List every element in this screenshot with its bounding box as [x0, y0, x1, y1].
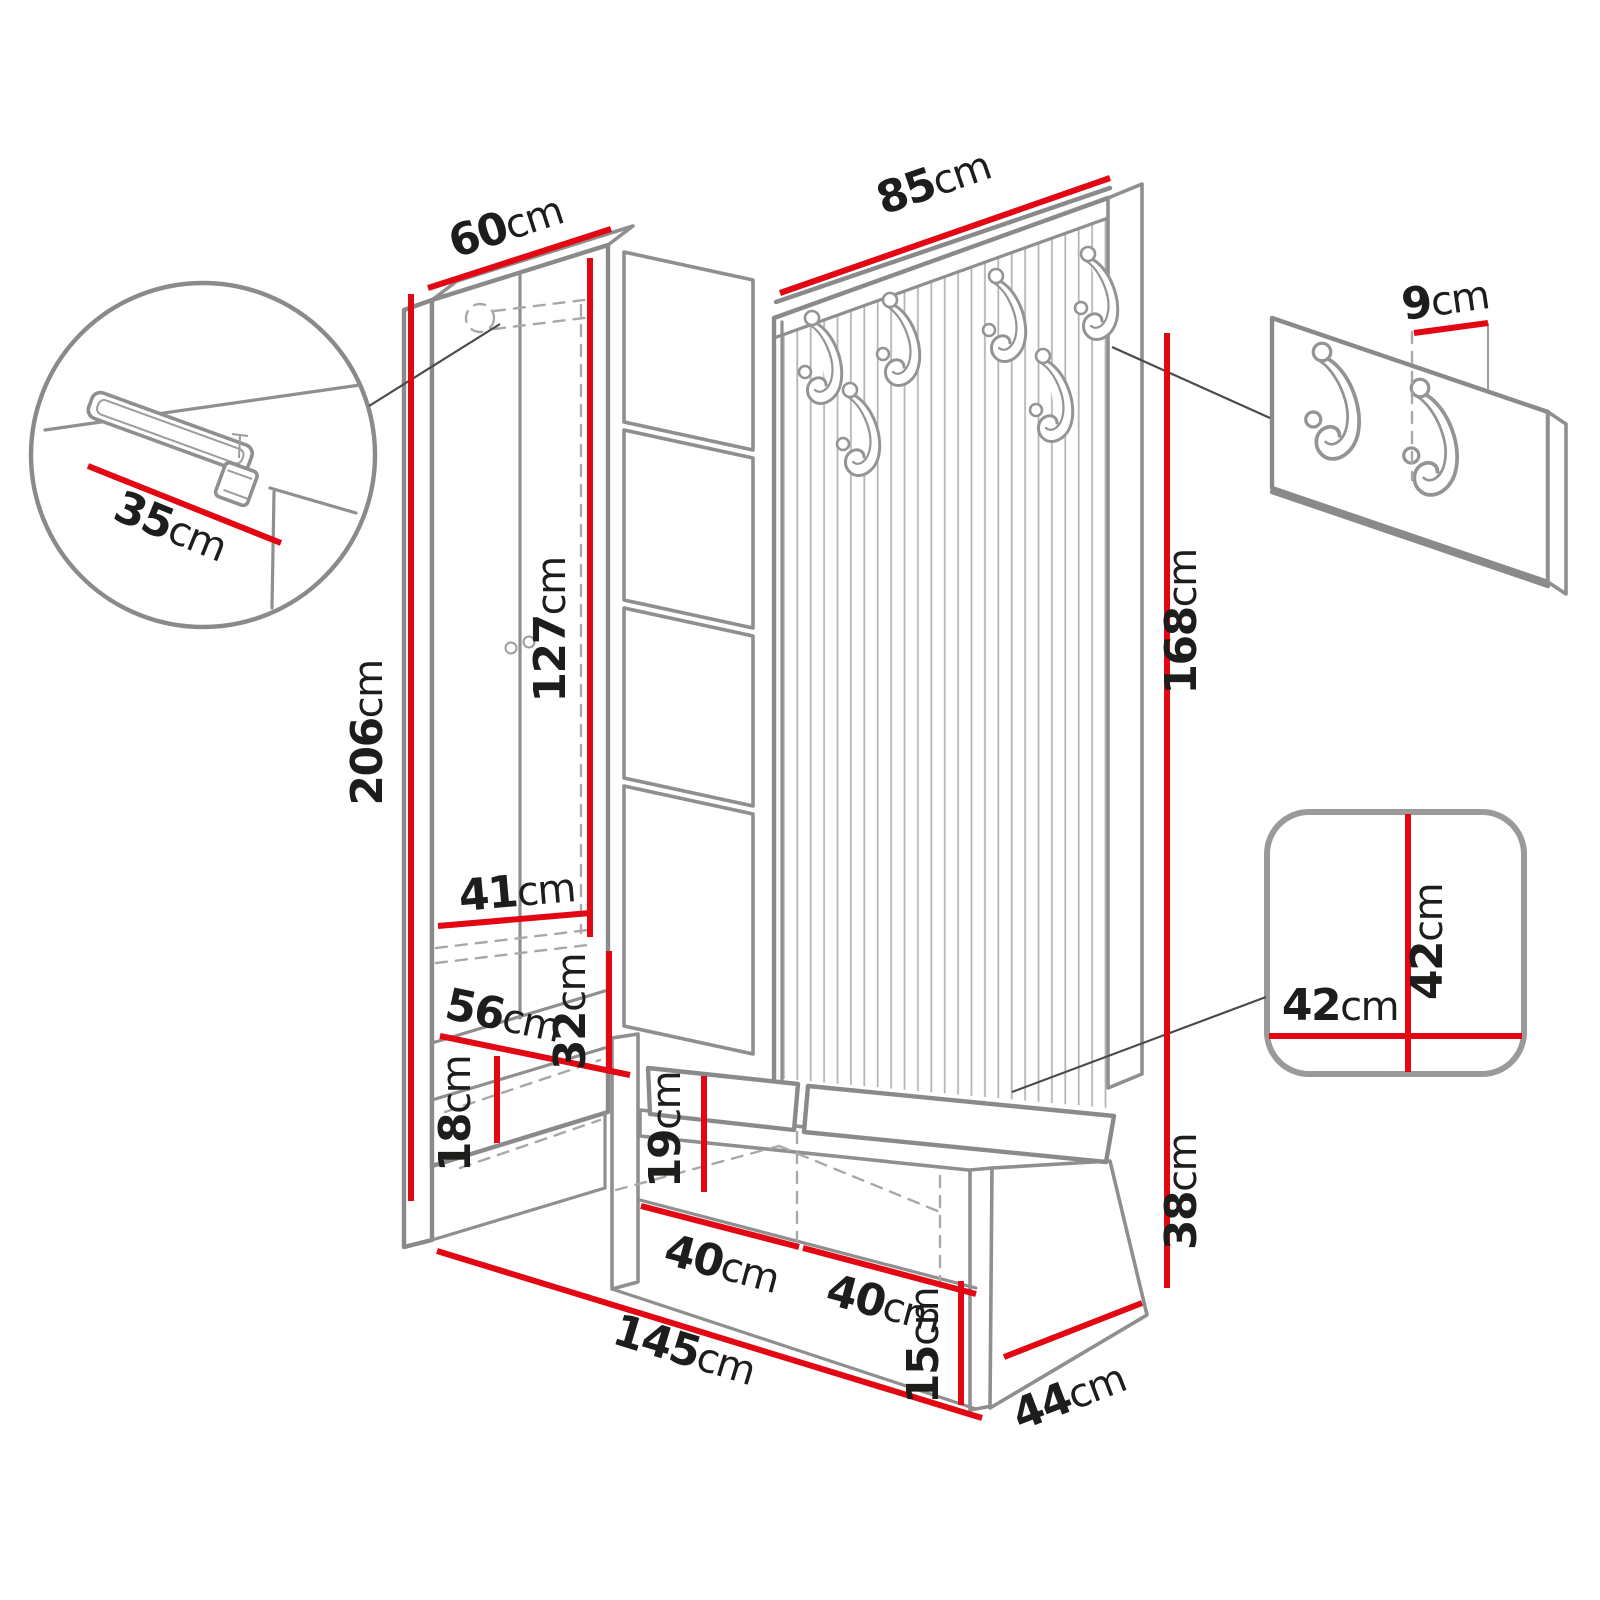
- hook-panel-inset: [1269, 315, 1568, 596]
- upholstered-panel-column: [622, 250, 755, 1056]
- dim-label-plinth-height: 15cm: [898, 1288, 949, 1404]
- slat-area: [774, 218, 1108, 1108]
- hook-panel-side: [1546, 410, 1568, 596]
- rail-pointer-line: [368, 323, 501, 407]
- cushion-segment-3: [622, 606, 755, 808]
- dim-label-total-width: 145cm: [607, 1305, 761, 1396]
- panel-top-band-edge: [772, 216, 1110, 340]
- rail-pin-cap: [231, 433, 249, 437]
- shelf-front-line: [268, 486, 358, 515]
- open-shelf-edge: [430, 1045, 610, 1102]
- cushion-pointer-line: [1011, 995, 1267, 1094]
- dim-label-hook-spacing: 9cm: [1398, 268, 1491, 331]
- pull-out-rail-icon: [86, 390, 259, 508]
- hook-pointer-line: [1111, 345, 1271, 420]
- dim-line-total-width: [436, 1248, 983, 1421]
- dim-label-inner-width: 41cm: [457, 861, 577, 922]
- bench-right-side-face: [988, 1159, 1149, 1410]
- dim-line-inner-width: [437, 910, 591, 929]
- shelf-edge-line: [43, 383, 362, 432]
- wardrobe: [401, 224, 635, 1250]
- panel-right-side-face: [1106, 182, 1144, 1090]
- rail-detail-inset: [28, 280, 378, 630]
- pointer-lines: [368, 323, 1271, 1094]
- door-handle-right: [522, 635, 536, 649]
- dim-label-hanging-height: 127cm: [525, 557, 576, 702]
- dim-label-shelf-section-height: 32cm: [545, 954, 596, 1070]
- dim-label-bench-height: 38cm: [1156, 1134, 1207, 1250]
- dim-label-total-height: 206cm: [342, 660, 393, 805]
- dim-line-bench-right-width: [802, 1245, 977, 1297]
- bench-ground-edge: [610, 1287, 978, 1411]
- panel-front-top-edge: [771, 195, 1111, 321]
- shelf-side-line: [270, 490, 276, 610]
- slat-panel: [771, 182, 1144, 1108]
- bench-left-side-panel: [610, 1032, 640, 1291]
- cushion-inset-frame: [1264, 809, 1527, 1077]
- dimension-labels: 60cm 85cm 9cm 35cm 206cm 127cm 41cm 56cm…: [107, 139, 1492, 1441]
- cushion-segment-1: [622, 250, 755, 452]
- door-bottom-edge: [430, 988, 610, 1045]
- dim-line-bench-depth: [1002, 1300, 1144, 1360]
- hanging-rail-dashed: [434, 297, 602, 1170]
- dim-label-cushion-width: 42cm: [1282, 980, 1398, 1031]
- bench-hidden-edges: [614, 1130, 942, 1294]
- dim-line-bench-left-width: [640, 1203, 800, 1250]
- dim-label-bench-inner-height: 19cm: [640, 1072, 691, 1188]
- rail-pin: [238, 435, 241, 459]
- cushion-segment-4: [622, 784, 755, 1056]
- cushion-detail-inset: [1264, 809, 1527, 1077]
- seat-cushion-right: [801, 1083, 1117, 1165]
- dim-label-panel-width: 85cm: [870, 139, 996, 225]
- dim-line-panel-width: [779, 175, 1111, 296]
- dimension-lines: [86, 175, 1522, 1421]
- dim-line-hook-spacing: [1413, 320, 1489, 336]
- seat-cushion-left: [645, 1065, 801, 1133]
- dim-line-shelf-width: [439, 1033, 631, 1078]
- base-ground-edge: [430, 1186, 607, 1242]
- door-handle-left: [504, 641, 518, 655]
- bench-floor-edge: [638, 1198, 978, 1290]
- inset-circle: [28, 280, 378, 630]
- dim-label-bottom-compartment: 18cm: [430, 1056, 481, 1172]
- panel-back-top-edge: [773, 185, 1113, 305]
- dim-label-panel-height: 168cm: [1156, 549, 1207, 694]
- dim-line-rail-length: [86, 463, 283, 546]
- hook-panel-bottom-edge: [1269, 489, 1551, 589]
- dim-label-cushion-height: 42cm: [1402, 884, 1453, 1000]
- cushion-segment-2: [622, 428, 755, 630]
- dim-line-wardrobe-width: [427, 226, 612, 291]
